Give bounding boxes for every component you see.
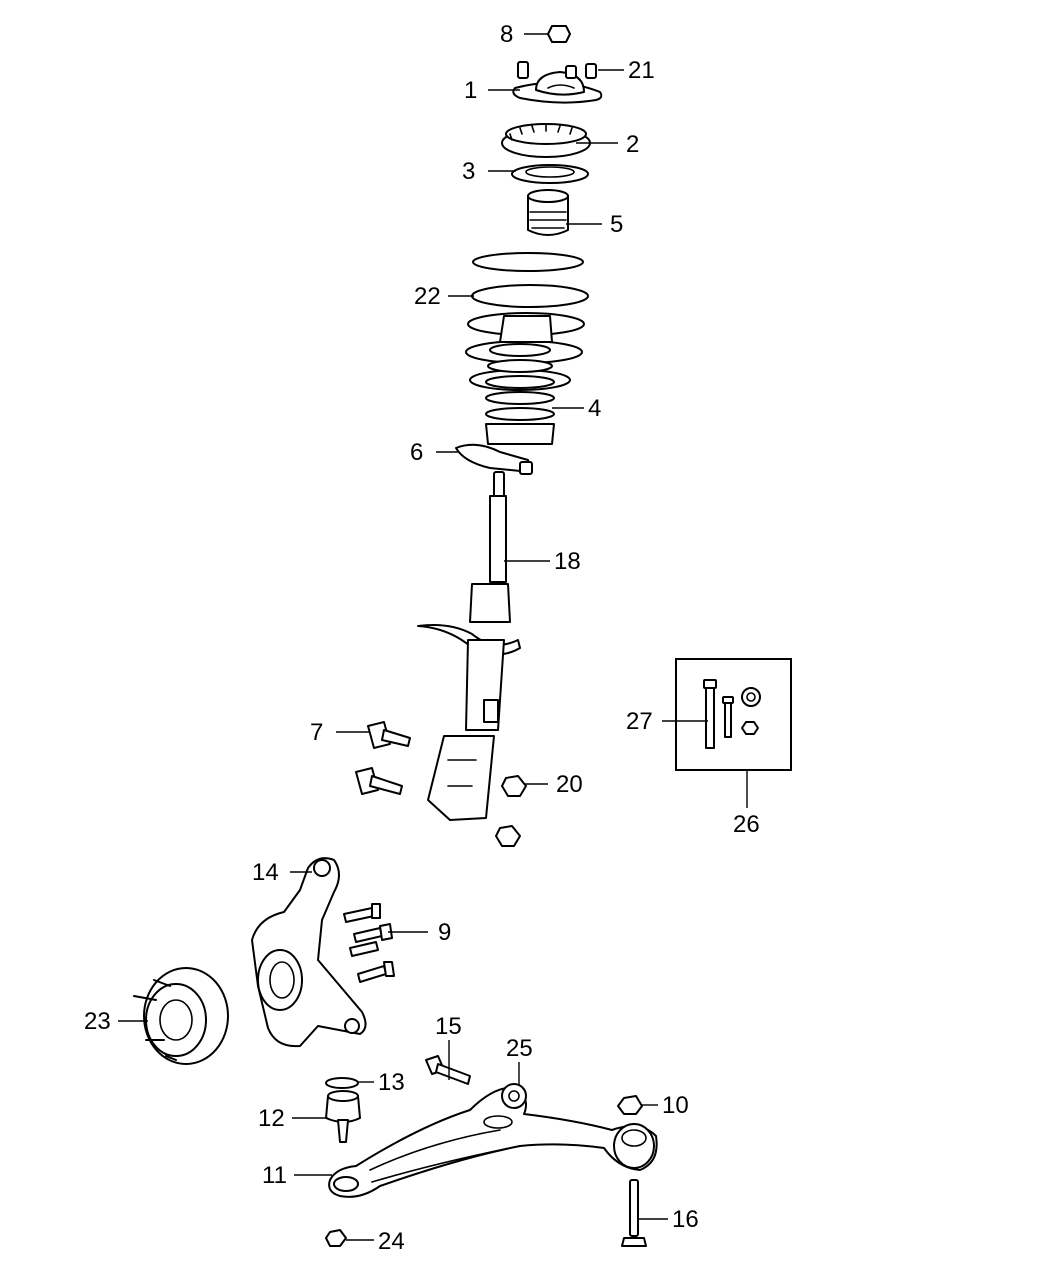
part-9-knuckle-bolts[interactable] [343,903,395,983]
part-14-steering-knuckle[interactable] [251,857,367,1048]
part-24-nut[interactable] [325,1229,347,1247]
callout-25: 25 [506,1035,533,1062]
callout-11: 11 [262,1162,287,1189]
part-10-nut[interactable] [617,1095,643,1115]
part-2-bearing[interactable] [501,123,591,158]
callout-18: 18 [554,548,581,575]
part-15-bolt[interactable] [425,1055,471,1085]
control-arm-rear-bushing [613,1123,655,1169]
part-7-strut-bolts[interactable] [355,721,411,795]
callout-16: 16 [672,1206,699,1233]
callout-5: 5 [610,211,623,238]
callout-21: 21 [628,57,655,84]
callout-22: 22 [414,283,441,310]
part-16-long-bolt[interactable] [621,1179,647,1247]
callout-15: 15 [435,1013,462,1040]
callout-20: 20 [556,771,583,798]
callout-4: 4 [588,395,601,422]
part-25-bushing[interactable] [501,1083,527,1109]
callout-1: 1 [464,77,477,104]
part-5-jounce-bumper[interactable] [527,189,569,236]
part-20-strut-nuts[interactable] [495,775,527,847]
part-27-kit-bolts[interactable] [703,679,761,749]
callout-14: 14 [252,859,279,886]
part-21-mount-studs[interactable] [517,61,597,79]
part-3-isolator[interactable] [511,164,589,184]
callout-3: 3 [462,158,475,185]
callout-labels: 8 21 1 2 3 5 22 4 6 18 7 20 27 26 14 9 2… [84,21,760,1255]
part-26-hardware-kit[interactable] [675,658,792,771]
part-11-lower-control-arm[interactable] [328,1086,658,1198]
callout-6: 6 [410,439,423,466]
part-8-nut[interactable] [547,25,571,43]
callout-12: 12 [258,1105,285,1132]
callout-23: 23 [84,1008,111,1035]
callout-7: 7 [310,719,323,746]
part-6-spring-seat[interactable] [455,443,533,475]
callout-26: 26 [733,811,760,838]
callout-24: 24 [378,1228,405,1255]
callout-2: 2 [626,131,639,158]
callout-8: 8 [500,21,513,48]
leader-lines [118,33,748,1241]
part-12-ball-joint[interactable] [325,1090,361,1143]
callout-13: 13 [378,1069,405,1096]
callout-9: 9 [438,919,451,946]
part-4-dust-boot[interactable] [485,315,555,445]
callout-10: 10 [662,1092,689,1119]
part-1-strut-mount[interactable] [512,71,603,104]
part-18-strut-assembly[interactable] [417,471,521,821]
callout-27: 27 [626,708,653,735]
part-13-snap-ring[interactable] [325,1077,359,1089]
part-23-hub-bearing[interactable] [133,967,229,1065]
